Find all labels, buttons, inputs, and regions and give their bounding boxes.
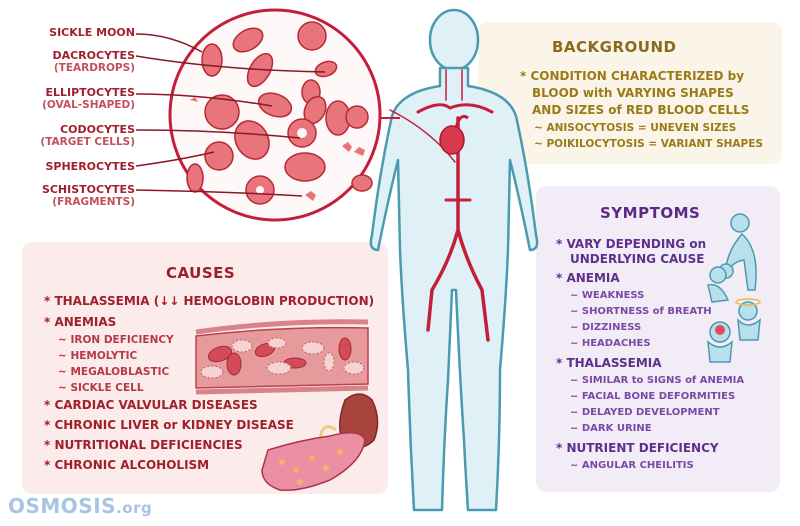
anemia-type: ~ HEMOLYTIC [58, 350, 138, 362]
label-schistocytes: SCHISTOCYTES [41, 183, 135, 196]
blood-vessel-icon [195, 319, 369, 395]
label-sickle-moon: SICKLE MOON [49, 26, 135, 39]
background-sub-2: ~ POIKILOCYTOSIS = VARIANT SHAPES [534, 138, 763, 150]
anemia-type: ~ IRON DEFICIENCY [58, 334, 174, 346]
label-dacrocytes: DACROCYTES [52, 49, 135, 62]
cause-thalassemia: * THALASSEMIA (↓↓ HEMOGLOBIN PRODUCTION) [44, 294, 375, 308]
logo-suffix: .org [116, 499, 153, 517]
headache-icon [715, 325, 725, 335]
background-panel [478, 22, 782, 164]
label-elliptocytes-sub: (OVAL-SHAPED) [42, 99, 135, 111]
label-leader-lines [135, 33, 326, 197]
cause-cardiac: * CARDIAC VALVULAR DISEASES [44, 398, 258, 412]
label-elliptocytes: ELLIPTOCYTES [45, 86, 135, 99]
symptom-group-vary: * VARY DEPENDING on [556, 237, 707, 251]
label-codocytes-sub: (TARGET CELLS) [40, 136, 135, 148]
symptom-group-thalassemia: * THALASSEMIA [556, 356, 662, 370]
background-line-3: AND SIZES of RED BLOOD CELLS [532, 103, 750, 117]
cause-liver-kidney: * CHRONIC LIVER or KIDNEY DISEASE [44, 418, 294, 432]
human-body-icon [369, 8, 539, 512]
symptom-figures-icon [707, 213, 761, 363]
symptom-item: ~ FACIAL BONE DEFORMITIES [570, 391, 736, 402]
symptom-group-nutrient: * NUTRIENT DEFICIENCY [556, 441, 719, 455]
background-sub-1: ~ ANISOCYTOSIS = UNEVEN SIZES [534, 122, 737, 134]
symptom-item: ~ DELAYED DEVELOPMENT [570, 407, 720, 418]
cause-nutritional: * NUTRITIONAL DEFICIENCIES [44, 438, 243, 452]
anemia-type: ~ MEGALOBLASTIC [58, 366, 170, 378]
symptom-item: ~ SHORTNESS of BREATH [570, 306, 712, 317]
cause-anemias: * ANEMIAS [44, 315, 117, 329]
circulatory-system-icon [389, 69, 494, 342]
symptom-item: ~ HEADACHES [570, 338, 651, 349]
symptom-item: ~ SIMILAR to SIGNS of ANEMIA [570, 375, 745, 386]
liver-kidney-icon [261, 393, 379, 492]
label-codocytes: CODOCYTES [60, 123, 135, 136]
symptoms-title: SYMPTOMS [600, 204, 701, 222]
symptom-group-anemia: * ANEMIA [556, 271, 620, 285]
background-line-1: * CONDITION CHARACTERIZED by [520, 69, 745, 83]
blood-cells-magnified-icon [168, 8, 400, 222]
symptom-item: ~ ANGULAR CHEILITIS [570, 460, 694, 471]
label-schistocytes-sub: (FRAGMENTS) [52, 196, 135, 208]
symptom-item: ~ WEAKNESS [570, 290, 645, 301]
background-title: BACKGROUND [552, 38, 677, 56]
symptom-item: ~ DARK URINE [570, 423, 652, 434]
background-line-2: BLOOD with VARYING SHAPES [532, 86, 734, 100]
dizziness-icon [735, 298, 761, 306]
label-spherocytes: SPHEROCYTES [45, 160, 135, 173]
causes-title: CAUSES [166, 264, 236, 282]
cause-alcoholism: * CHRONIC ALCOHOLISM [44, 458, 210, 472]
symptom-group-vary-2: UNDERLYING CAUSE [570, 252, 705, 266]
anemia-type: ~ SICKLE CELL [58, 382, 144, 394]
logo-main: OSMOSIS [8, 494, 117, 518]
osmosis-logo[interactable]: OSMOSIS.org [8, 494, 152, 518]
symptom-item: ~ DIZZINESS [570, 322, 642, 333]
label-dacrocytes-sub: (TEARDROPS) [53, 62, 135, 74]
heart-icon [439, 114, 469, 155]
